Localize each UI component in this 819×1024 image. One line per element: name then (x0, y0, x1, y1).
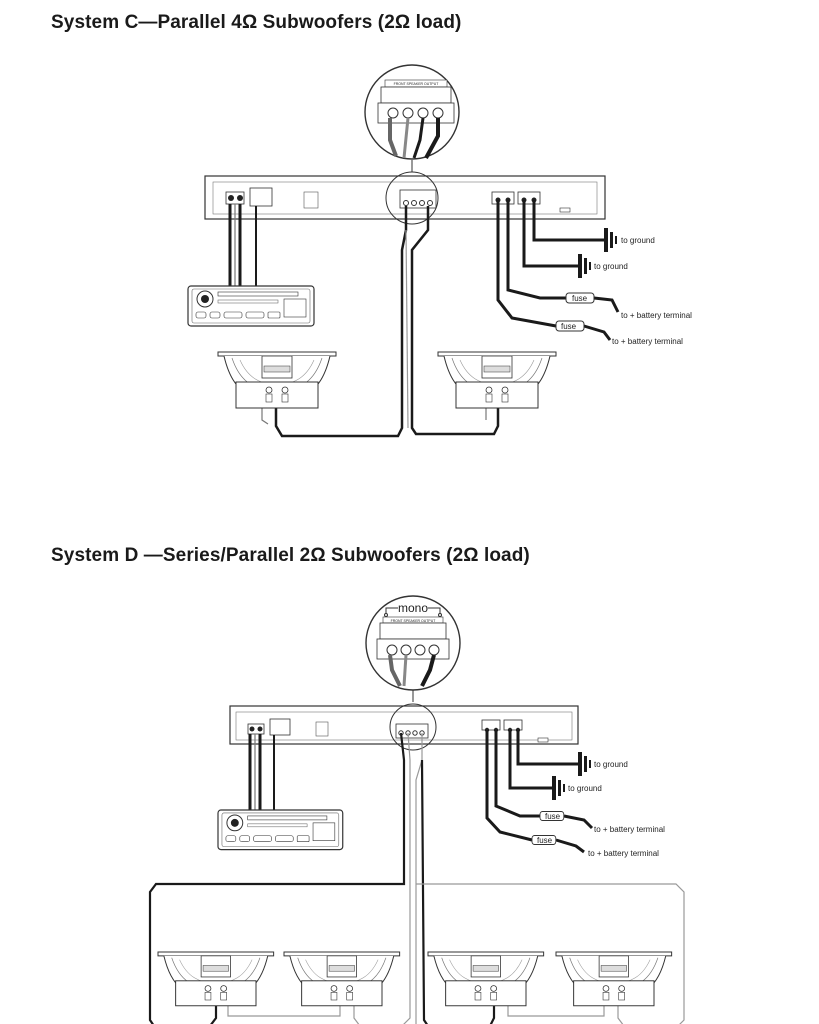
system-d-title: System D —Series/Parallel 2Ω Subwoofers … (51, 545, 530, 566)
ground-symbol-d-1 (578, 752, 591, 776)
terminal-inset-d: mono FRONT SPEAKER OUTPUT (365, 595, 461, 702)
ground-symbol-c-2 (578, 254, 591, 278)
ground-label-d-1: to ground (594, 760, 628, 769)
subwoofer-c-2 (437, 351, 557, 409)
head-unit-c (187, 285, 315, 327)
speaker-wires-d (148, 732, 685, 1024)
ground-symbol-d-2 (552, 776, 565, 800)
subwoofer-c-1 (217, 351, 337, 409)
system-c-title: System C—Parallel 4Ω Subwoofers (2Ω load… (51, 12, 462, 33)
battery-label-d-1: to + battery terminal (594, 825, 665, 834)
power-wires-c (496, 200, 620, 341)
ground-symbol-c-1 (604, 228, 617, 252)
inset-header-d: FRONT SPEAKER OUTPUT (391, 619, 437, 623)
system-c-diagram: FRONT SPEAKER OUTPUT (187, 64, 692, 438)
head-unit-d (217, 809, 344, 851)
battery-label-c-2: to + battery terminal (612, 337, 683, 346)
subwoofer-d-4 (555, 951, 673, 1007)
terminal-inset-c: FRONT SPEAKER OUTPUT (364, 64, 460, 172)
amplifier-d (229, 703, 579, 751)
ground-label-c-2: to ground (594, 262, 628, 271)
battery-label-c-1: to + battery terminal (621, 311, 692, 320)
fuse-label-d-1: fuse (545, 812, 561, 821)
system-d-diagram: mono FRONT SPEAKER OUTPUT (148, 595, 685, 1024)
rca-cables-c (228, 204, 257, 286)
ground-label-d-2: to ground (568, 784, 602, 793)
inset-header-c: FRONT SPEAKER OUTPUT (394, 82, 440, 86)
rca-cables-d (248, 734, 275, 810)
speaker-wires-c (261, 206, 500, 438)
battery-label-d-2: to + battery terminal (588, 849, 659, 858)
power-wires-d (485, 730, 594, 854)
subwoofer-d-2 (283, 951, 401, 1007)
ground-label-c-1: to ground (621, 236, 655, 245)
subwoofer-d-3 (427, 951, 545, 1007)
mono-label: mono (398, 601, 428, 615)
subwoofer-d-1 (157, 951, 275, 1007)
fuse-label-c-2: fuse (561, 322, 577, 331)
fuse-label-c-1: fuse (572, 294, 588, 303)
fuse-label-d-2: fuse (537, 836, 553, 845)
